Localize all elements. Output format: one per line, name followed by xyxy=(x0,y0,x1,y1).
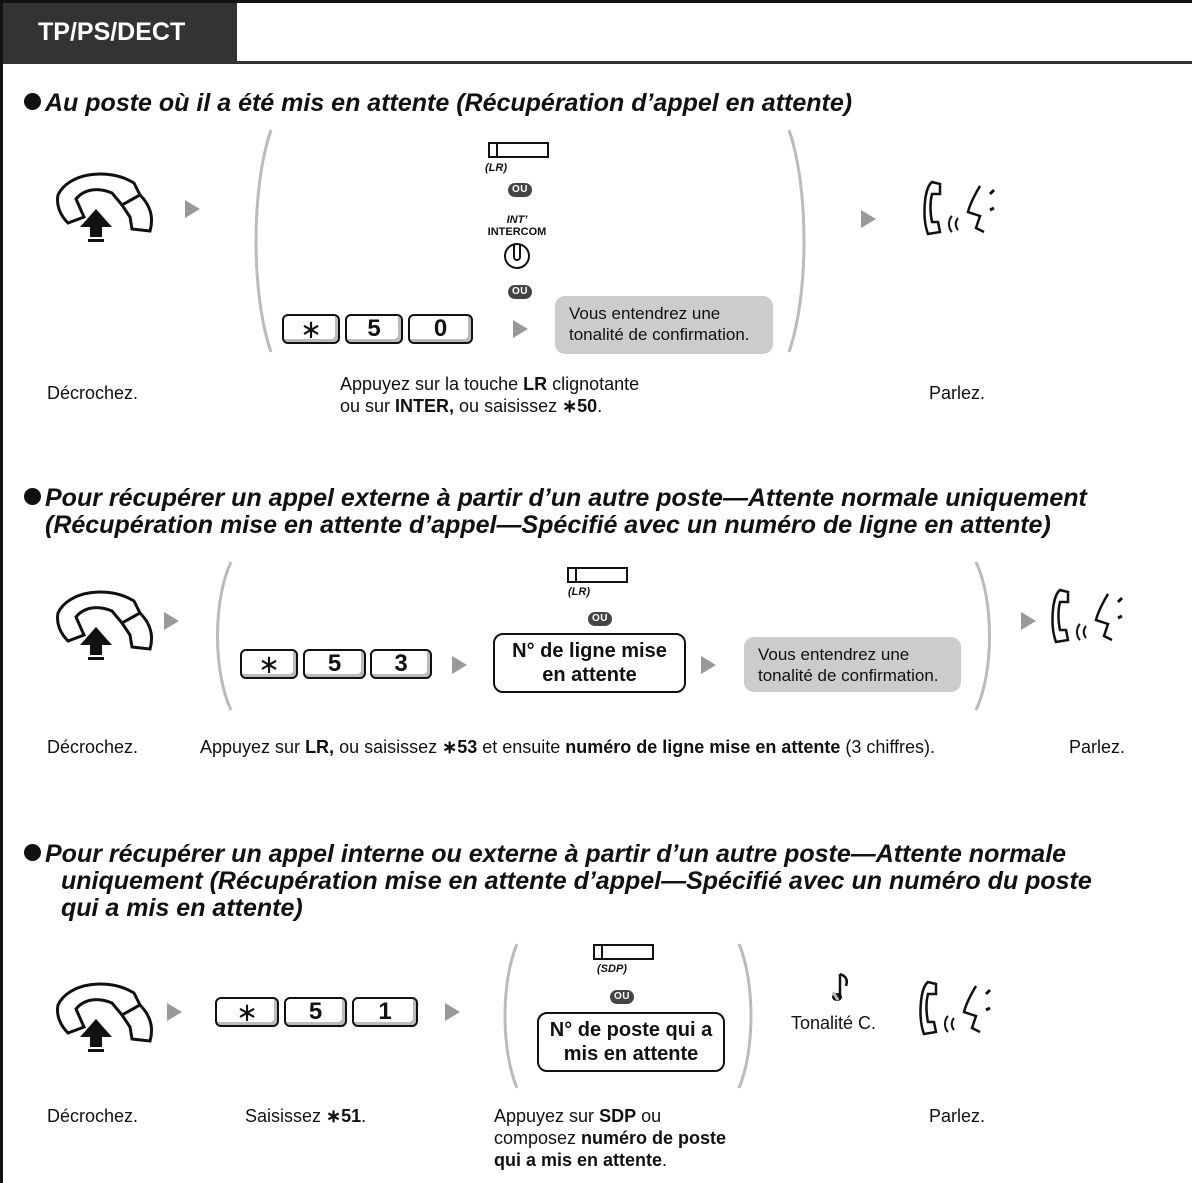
intercom-label: INTERCOM xyxy=(487,226,547,238)
offhook-handset-icon xyxy=(56,982,154,1052)
caption-talk: Parlez. xyxy=(929,1106,986,1126)
step-arrow xyxy=(167,1003,182,1021)
offhook-handset-icon xyxy=(56,172,154,242)
key-5[interactable]: 5 xyxy=(303,649,366,679)
key-3[interactable]: 3 xyxy=(370,649,432,679)
caption-talk: Parlez. xyxy=(1069,737,1126,757)
key-1[interactable]: 1 xyxy=(352,997,418,1027)
key-0[interactable]: 0 xyxy=(408,314,473,344)
lr-key[interactable] xyxy=(567,567,628,583)
left-parenthesis xyxy=(503,943,519,1089)
step-arrow xyxy=(513,320,528,338)
lr-label: (LR) xyxy=(568,586,590,598)
key-star[interactable]: ∗ xyxy=(215,997,279,1027)
section1-heading-text: Au poste où il a été mis en attente (Réc… xyxy=(45,89,853,117)
held-line-number-box[interactable]: N° de ligne mise en attente xyxy=(493,633,686,693)
ou-badge: OU xyxy=(508,285,532,299)
step-arrow xyxy=(861,210,876,228)
key-5[interactable]: 5 xyxy=(284,997,347,1027)
step-arrow xyxy=(445,1003,460,1021)
offhook-handset-icon xyxy=(56,590,154,660)
talk-icon xyxy=(919,980,992,1036)
tone-c-label: Tonalité C. xyxy=(791,1013,877,1033)
bullet-icon xyxy=(24,488,41,505)
key-5[interactable]: 5 xyxy=(345,314,403,344)
section1-heading: Au poste où il a été mis en attente (Réc… xyxy=(24,90,852,117)
caption-talk: Parlez. xyxy=(929,383,986,403)
key-star[interactable]: ∗ xyxy=(282,314,340,344)
frame-left-border xyxy=(0,0,3,1183)
step-arrow xyxy=(185,200,200,218)
ou-badge: OU xyxy=(588,612,612,626)
confirmation-tone-box: Vous entendrez une tonalité de confirmat… xyxy=(555,296,773,354)
left-parenthesis xyxy=(254,129,273,353)
ou-badge: OU xyxy=(508,183,532,197)
right-parenthesis xyxy=(737,943,753,1089)
caption-press-sdp: Appuyez sur SDP ou composez numéro de po… xyxy=(494,1106,727,1170)
right-parenthesis xyxy=(974,561,991,711)
step-arrow xyxy=(164,612,179,630)
music-note-icon xyxy=(831,972,848,1001)
caption-offhook: Décrochez. xyxy=(47,737,139,757)
step-arrow xyxy=(701,656,716,674)
confirmation-tone-box: Vous entendrez une tonalité de confirmat… xyxy=(744,637,961,692)
left-parenthesis xyxy=(216,561,233,711)
caption-dial: Saisissez ∗51. xyxy=(245,1106,367,1126)
caption-press-lr-or-dial: Appuyez sur LR, ou saisissez ∗53 et ensu… xyxy=(200,737,936,757)
bullet-icon xyxy=(24,844,41,861)
section3-heading: Pour récupérer un appel interne ou exter… xyxy=(24,841,1092,922)
caption-offhook: Décrochez. xyxy=(47,1106,139,1126)
step-arrow xyxy=(1021,612,1036,630)
lr-label: (LR) xyxy=(485,162,507,174)
caption-press-lr: Appuyez sur la touche LR clignotante ou … xyxy=(340,374,640,416)
device-tab: TP/PS/DECT xyxy=(3,3,237,61)
lr-key[interactable] xyxy=(488,142,549,158)
right-parenthesis xyxy=(787,129,806,353)
talk-icon xyxy=(923,180,996,236)
step-arrow xyxy=(452,656,467,674)
int-label: INT’ xyxy=(506,214,528,226)
ou-badge: OU xyxy=(610,990,634,1004)
caption-offhook: Décrochez. xyxy=(47,383,139,403)
sdp-key[interactable] xyxy=(593,944,654,960)
intercom-button-icon[interactable] xyxy=(502,241,532,271)
sdp-label: (SDP) xyxy=(597,963,627,975)
frame-top-border xyxy=(0,0,1192,3)
key-star[interactable]: ∗ xyxy=(240,649,298,679)
tab-rule xyxy=(3,61,1192,64)
bullet-icon xyxy=(24,93,41,110)
section2-heading: Pour récupérer un appel externe à partir… xyxy=(24,485,1087,539)
talk-icon xyxy=(1051,588,1124,644)
holding-extension-number-box[interactable]: N° de poste qui a mis en attente xyxy=(537,1012,725,1072)
